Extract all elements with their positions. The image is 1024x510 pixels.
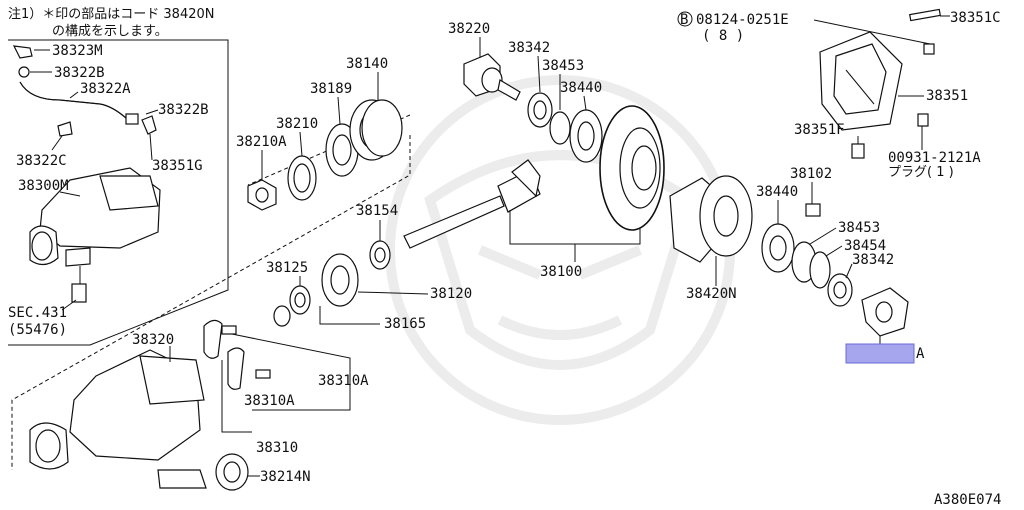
leader-bolt [813,19,931,45]
label-38189: 38189 [310,81,352,97]
note-line-2: の構成を示します。 [52,24,168,39]
label-plug-name: プラグ( 1 ) [888,165,954,180]
shim-38453-top [549,111,571,145]
figure-code: A380E074 [934,492,1001,508]
bearing-38440-top [569,109,603,163]
washer-38454 [809,251,831,289]
label-38420N: 38420N [686,286,737,302]
label-bolt-qty: ( 8 ) [702,28,744,44]
leader-38120 [357,291,429,295]
label-38220: 38220 [448,21,490,37]
label-sec-431: SEC.431 [8,305,67,321]
plug-part [917,113,929,127]
label-38154: 38154 [356,203,398,219]
dashed-frame-left [11,135,411,470]
spacer-38165 [273,305,291,327]
label-38322C: 38322C [16,153,67,169]
leader-38322C [51,135,63,151]
leader-38453-right [809,227,837,245]
leader-38322A [69,91,79,99]
collar-38125 [289,285,311,315]
label-38440-top: 38440 [560,80,602,96]
label-38322A: 38322A [80,81,131,97]
label-38320: 38320 [132,332,174,348]
label-38125: 38125 [266,260,308,276]
bearing-38210A [247,179,277,211]
label-38310: 38310 [256,440,298,456]
leader-38440-top [583,95,587,111]
seal-38342-right [827,273,853,307]
label-38214N: 38214N [260,469,311,485]
label-38100: 38100 [540,264,582,280]
carrier-assembly-small [29,167,161,303]
bolt-38102 [805,203,821,217]
companion-flange-38220 [463,53,521,101]
label-38310A-b: 38310A [244,393,295,409]
bolt-38351C [909,8,941,55]
leader-38165 [319,306,380,325]
label-38210A: 38210A [236,134,287,150]
marker-a: A [916,346,925,362]
label-38210: 38210 [276,116,318,132]
bracket-38310A-a [231,333,351,411]
label-bolt-circle: B [680,12,688,28]
leader-38351G [149,133,153,161]
rear-cover-38351 [819,31,903,131]
leader-38210 [299,131,303,157]
drive-pinion-shaft [403,159,541,249]
bearing-38120 [321,253,359,307]
label-sec-55476: (55476) [8,322,67,338]
label-38454: 38454 [844,238,886,254]
bearing-cap-pair [203,319,271,390]
label-38453-right: 38453 [838,220,880,236]
label-38351F: 38351F [794,122,845,138]
retainer-38214N [215,453,249,491]
label-38342-top: 38342 [508,40,550,56]
label-38120: 38120 [430,286,472,302]
label-38351: 38351 [926,88,968,104]
leader-sec [61,299,77,311]
label-bolt-code: 08124-0251E [696,12,789,28]
label-38310A-a: 38310A [318,373,369,389]
label-38323M: 38323M [52,43,103,59]
bearing-38140 [349,99,403,161]
leader-38342-right [845,263,853,279]
vent-hose-assembly [12,45,157,137]
label-38140: 38140 [346,56,388,72]
side-flange-part [861,287,909,337]
label-38440-right: 38440 [756,184,798,200]
seal-38342-top [527,92,553,128]
label-38165: 38165 [384,316,426,332]
label-38102: 38102 [790,166,832,182]
label-plug-code: 00931-2121A [888,150,981,166]
note-line-1: 注1）＊印の部品はコード 38420N [8,7,214,22]
carrier-housing-38320 [29,349,207,489]
ring-gear [599,105,665,231]
highlighted-part-number-box[interactable] [845,343,915,364]
leader-38189 [337,96,341,125]
leader-38454 [825,245,843,257]
label-38351G: 38351G [152,158,203,174]
label-38322B-b: 38322B [158,102,209,118]
spacer-38154 [369,240,391,270]
differential-case [669,175,753,263]
bolt-circle-marker [677,11,693,27]
bearing-38440-right [761,223,795,273]
label-38453-top: 38453 [542,58,584,74]
leader-38322B-b [145,109,159,115]
label-38342-right: 38342 [852,252,894,268]
leader-38300M [59,191,81,197]
breather-38351F [851,143,865,159]
shim-38210 [287,155,317,201]
label-38300M: 38300M [18,178,69,194]
label-38351C: 38351C [950,10,1001,26]
assembly-frame [8,39,229,346]
bracket-38310 [221,360,252,433]
label-38322B-a: 38322B [54,65,105,81]
leader-38342-top [537,55,541,93]
